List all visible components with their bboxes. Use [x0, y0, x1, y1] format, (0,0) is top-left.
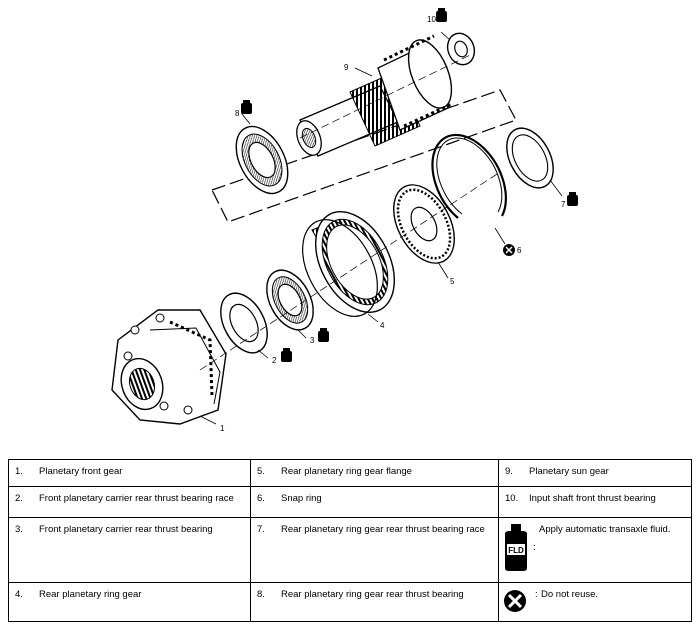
legend-number: 10.: [505, 493, 519, 504]
legend-text: Planetary front gear: [39, 466, 123, 477]
legend-number: 8.: [257, 589, 265, 600]
legend-text: Rear planetary ring gear flange: [281, 466, 412, 477]
legend-number: 4.: [15, 589, 23, 600]
legend-row: 4. Rear planetary ring gear 8. Rear planet…: [8, 582, 692, 622]
fluid-bottle-icon: [567, 192, 578, 206]
legend-text: Front planetary carrier rear thrust bear…: [39, 493, 234, 504]
part-planetary-front-gear: [111, 309, 227, 425]
legend-number: 9.: [505, 466, 513, 477]
legend-text: Planetary sun gear: [529, 466, 609, 477]
fluid-icon-label: FLD: [508, 546, 524, 555]
legend-number: 7.: [257, 524, 265, 535]
callout-3: 3: [310, 336, 315, 345]
legend-cell: 3. Front planetary carrier rear thrust be…: [8, 517, 251, 583]
fluid-bottle-icon: [436, 8, 447, 22]
callout-7: 7: [561, 200, 566, 209]
part-snap-ring: [431, 133, 508, 245]
legend-text: Rear planetary ring gear rear thrust bea…: [281, 524, 485, 535]
part-front-carrier-rear-thrust-bearing: [266, 269, 314, 339]
callout-6: 6: [517, 246, 522, 255]
legend-cell: 6. Snap ring: [250, 486, 499, 518]
callout-5: 5: [450, 277, 455, 286]
legend-cell: FLD : Apply automatic transaxle fluid.: [498, 517, 692, 583]
callout-4: 4: [380, 321, 385, 330]
legend-cell: 5. Rear planetary ring gear flange: [250, 459, 499, 487]
legend-cell: 10. Input shaft front thrust bearing: [498, 486, 692, 518]
legend-text: Input shaft front thrust bearing: [529, 493, 656, 504]
part-front-carrier-rear-thrust-bearing-race: [220, 292, 269, 359]
legend-cell: : Do not reuse.: [498, 582, 692, 622]
legend-text: Rear planetary ring gear: [39, 589, 142, 600]
legend-number: 6.: [257, 493, 265, 504]
legend-text: Do not reuse.: [541, 589, 599, 600]
legend-number: 3.: [15, 524, 23, 535]
assembly-axis: [199, 54, 501, 371]
callout-9: 9: [344, 63, 349, 72]
do-not-reuse-icon: [503, 589, 535, 616]
exploded-view-diagram: 10 9 8 7 6 5 4 3 2 1: [111, 8, 578, 433]
legend-number: 2.: [15, 493, 23, 504]
legend-cell: 1. Planetary front gear: [8, 459, 251, 487]
legend-cell: 9. Planetary sun gear: [498, 459, 692, 487]
legend-text: Snap ring: [281, 493, 322, 504]
legend-row: 2. Front planetary carrier rear thrust be…: [8, 486, 692, 518]
part-input-shaft-front-thrust-bearing: [440, 31, 476, 66]
legend-number: 5.: [257, 466, 265, 477]
legend-row: 3. Front planetary carrier rear thrust be…: [8, 517, 692, 583]
fluid-bottle-icon: [281, 348, 292, 362]
legend-text: Rear planetary ring gear rear thrust bea…: [281, 589, 464, 600]
legend-cell: 7. Rear planetary ring gear rear thrust b…: [250, 517, 499, 583]
part-rear-ring-gear-flange: [393, 184, 455, 279]
callout-2: 2: [272, 356, 277, 365]
legend-table: 1. Planetary front gear 5. Rear planetary …: [8, 459, 692, 622]
part-rear-planetary-ring-gear: [302, 211, 395, 323]
legend-text: Apply automatic transaxle fluid.: [539, 524, 671, 535]
part-rear-ring-gear-rear-thrust-bearing-race: [506, 127, 563, 197]
part-planetary-sun-gear: [296, 34, 453, 157]
legend-row: 1. Planetary front gear 5. Rear planetary …: [8, 459, 692, 487]
callout-1: 1: [220, 424, 225, 433]
callout-10: 10: [427, 15, 436, 24]
legend-text: Front planetary carrier rear thrust bear…: [39, 524, 213, 535]
legend-cell: 4. Rear planetary ring gear: [8, 582, 251, 622]
legend-number: 1.: [15, 466, 23, 477]
part-rear-ring-gear-rear-thrust-bearing: [235, 113, 289, 195]
fluid-bottle-icon: FLD: [501, 524, 533, 575]
fluid-bottle-icon: [318, 328, 329, 342]
do-not-reuse-icon: [503, 244, 515, 256]
legend-cell: 8. Rear planetary ring gear rear thrust b…: [250, 582, 499, 622]
callout-8: 8: [235, 109, 240, 118]
legend-cell: 2. Front planetary carrier rear thrust be…: [8, 486, 251, 518]
fluid-bottle-icon: [241, 100, 252, 114]
